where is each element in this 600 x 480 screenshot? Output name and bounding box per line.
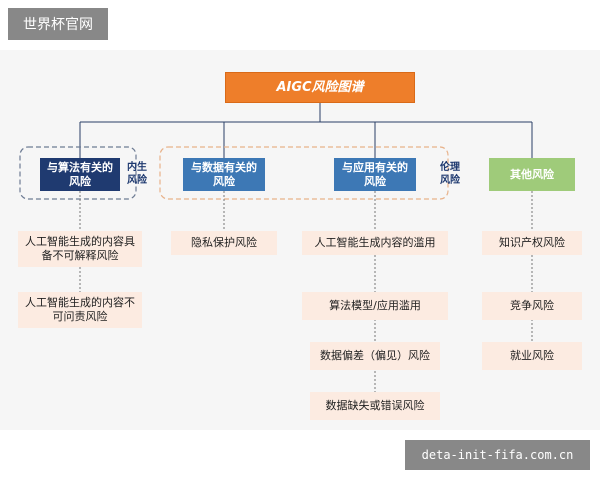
category-algorithm: 与算法有关的风险 xyxy=(40,158,120,191)
leaf-application-4: 数据缺失或错误风险 xyxy=(310,392,440,420)
watermark-top: 世界杯官网 xyxy=(8,8,108,40)
leaf-data-1: 隐私保护风险 xyxy=(171,231,277,255)
category-application: 与应用有关的风险 xyxy=(334,158,416,191)
category-other: 其他风险 xyxy=(489,158,575,191)
leaf-other-1: 知识产权风险 xyxy=(482,231,582,255)
leaf-algorithm-1: 人工智能生成的内容具备不可解释风险 xyxy=(18,231,142,267)
category-data: 与数据有关的风险 xyxy=(183,158,265,191)
tag-ethical: 伦理风险 xyxy=(440,162,460,186)
leaf-algorithm-2: 人工智能生成的内容不可问责风险 xyxy=(18,292,142,328)
leaf-application-1: 人工智能生成内容的滥用 xyxy=(302,231,448,255)
leaf-other-3: 就业风险 xyxy=(482,342,582,370)
watermark-bottom: deta-init-fifa.com.cn xyxy=(405,440,590,470)
leaf-application-3: 数据偏差（偏见）风险 xyxy=(310,342,440,370)
root-node: AIGC风险图谱 xyxy=(225,72,415,103)
tag-inherent: 内生风险 xyxy=(127,162,147,186)
leaf-application-2: 算法模型/应用滥用 xyxy=(302,292,448,320)
leaf-other-2: 竞争风险 xyxy=(482,292,582,320)
